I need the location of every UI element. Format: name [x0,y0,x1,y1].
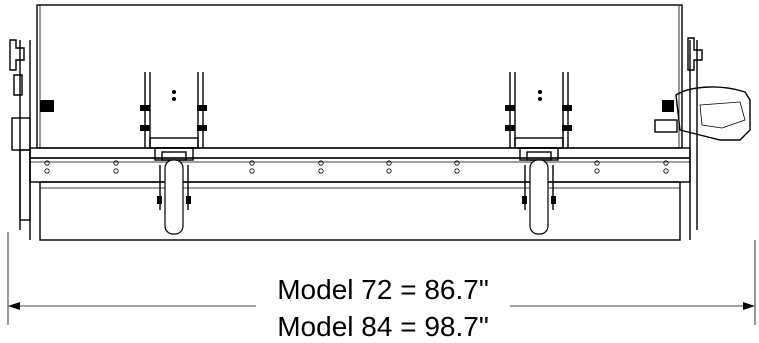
left-side-mount [9,39,54,240]
dimension-label-model-72: Model 72 = 86.7" [277,274,489,305]
dimension-arrow-right-icon [743,302,755,310]
right-side-mount [654,37,751,240]
dimension-label-model-84: Model 84 = 98.7" [277,311,489,342]
overall-width-dimension [7,232,756,325]
left-caster [140,72,207,235]
bolt-row [44,160,669,174]
hopper-body [36,4,683,149]
dimension-arrow-left-icon [8,302,20,310]
front-frame-bar [29,147,691,241]
right-caster [505,72,572,235]
